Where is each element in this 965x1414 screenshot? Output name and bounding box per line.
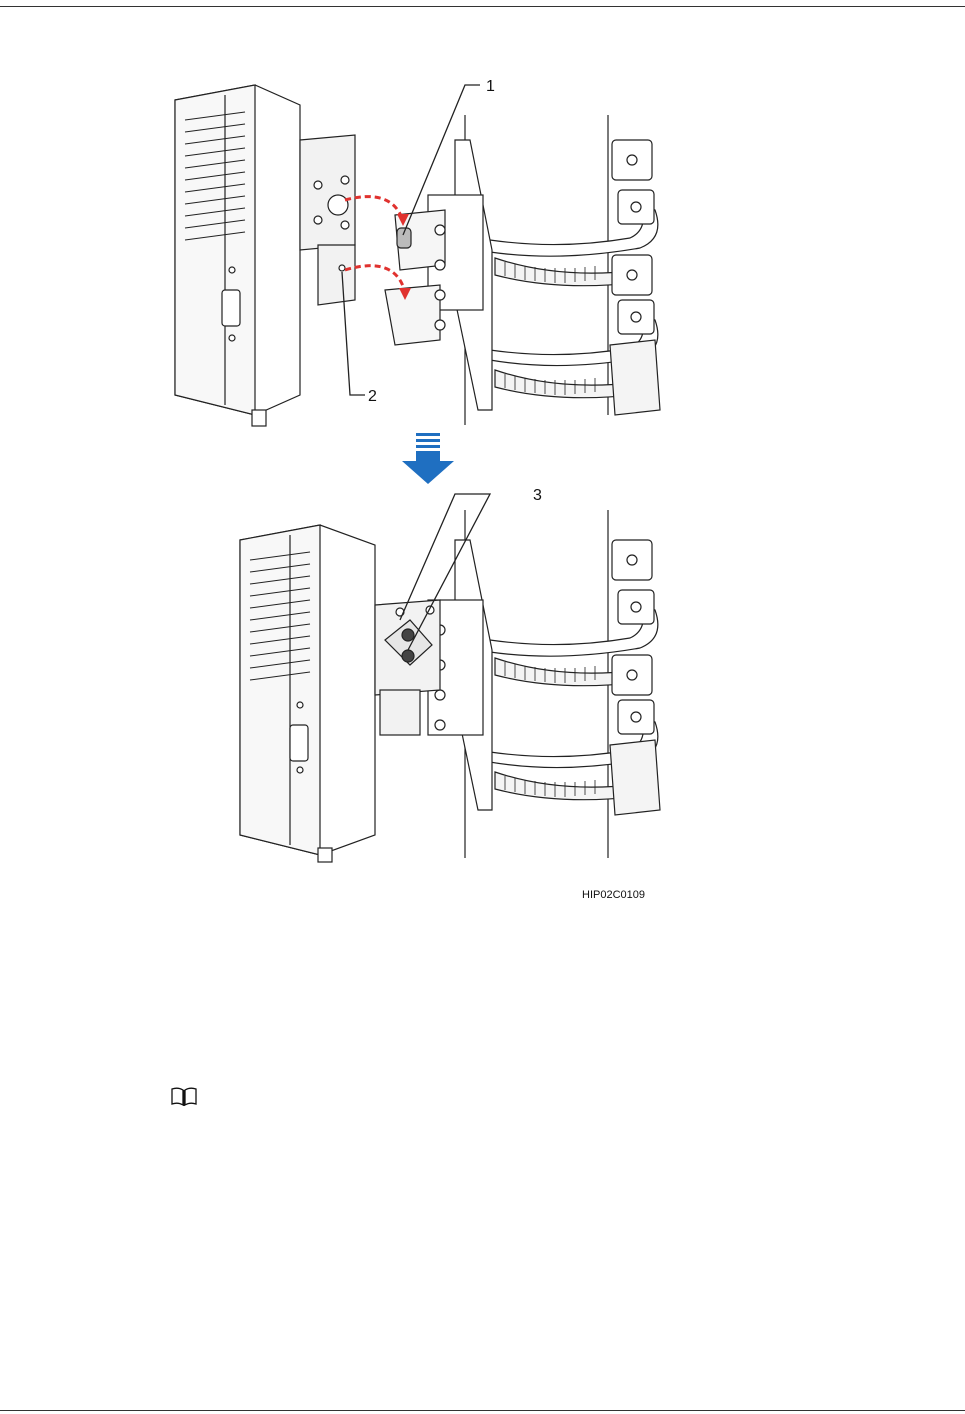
rru-unit-bottom [240, 525, 440, 862]
footer-rule [0, 1410, 965, 1411]
top-illustration [175, 85, 660, 426]
callout-1-label: 1 [486, 78, 495, 95]
pole-mounting-bracket [385, 140, 492, 410]
book-note-icon [170, 1086, 198, 1108]
callout-2-label: 2 [368, 388, 377, 405]
header-rule [0, 6, 965, 7]
rru-unit-top [175, 85, 355, 426]
installation-figure: 1 2 [150, 70, 690, 910]
down-arrow-icon [402, 433, 454, 484]
figure-code: HIP02C0109 [582, 889, 645, 901]
callout-3-label: 3 [533, 487, 542, 504]
bottom-illustration [240, 510, 660, 862]
